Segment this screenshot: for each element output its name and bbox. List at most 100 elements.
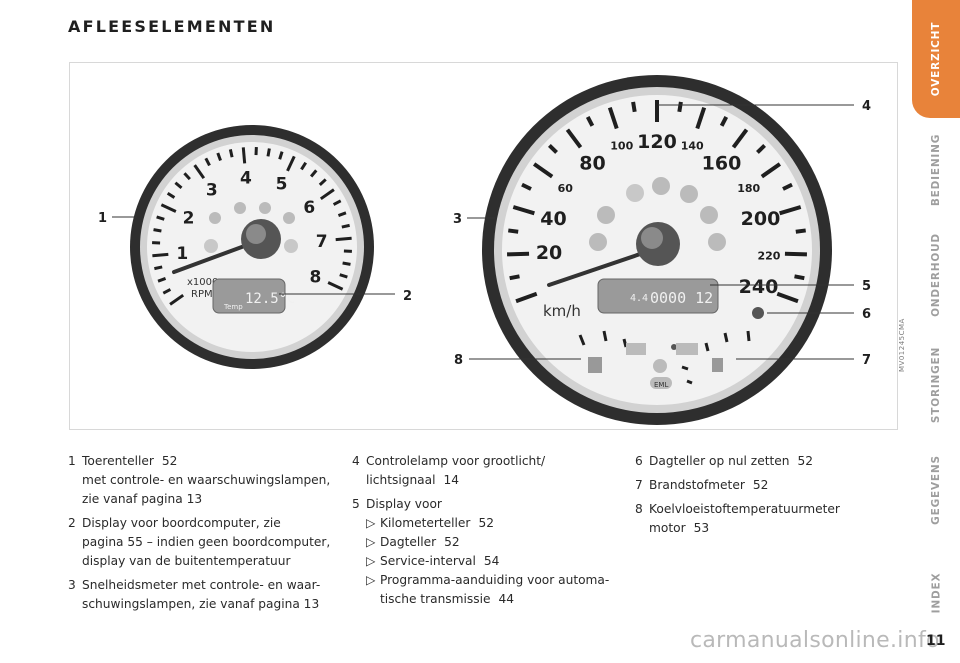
arrow-icon: ▷	[366, 516, 376, 530]
callout-5: 5	[862, 279, 871, 294]
tach-tick	[339, 273, 348, 279]
tach-tick	[154, 265, 163, 271]
tach-tick	[174, 181, 183, 190]
tach-tick	[204, 157, 211, 167]
gauge-tick	[723, 332, 729, 343]
tab-storingen[interactable]: STORINGEN	[930, 346, 942, 424]
speed-tick	[509, 274, 520, 281]
tach-numeral: 1	[176, 244, 188, 264]
tach-tick	[327, 281, 344, 291]
tach-numeral: 8	[310, 268, 322, 288]
speed-tick	[521, 182, 532, 191]
tach-tick	[318, 178, 327, 186]
tach-lamp	[204, 239, 218, 253]
speed-numeral: 100	[610, 140, 633, 153]
speed-tick	[631, 101, 637, 113]
trip-reset-button[interactable]	[752, 307, 764, 319]
speed-numeral: 140	[681, 140, 704, 153]
speed-numeral: 40	[540, 208, 566, 230]
tach-tick	[309, 169, 318, 178]
speed-numeral: 80	[579, 152, 605, 174]
speed-tick	[776, 291, 799, 304]
engine-icon	[653, 359, 667, 373]
fuel-pump-icon	[712, 358, 723, 372]
gauge-tick	[704, 342, 710, 352]
speed-tick	[695, 106, 707, 130]
tach-tick	[162, 288, 172, 295]
arrow-icon: ▷	[366, 573, 376, 587]
speed-tick	[512, 205, 535, 216]
tach-numeral: 3	[206, 181, 218, 201]
tach-tick	[278, 151, 284, 160]
tach-numeral: 5	[276, 175, 288, 195]
speed-numeral: 120	[637, 131, 677, 153]
speed-tick	[782, 182, 793, 191]
tach-tick	[160, 203, 177, 213]
page-number: 11	[926, 633, 946, 649]
speed-tick	[585, 116, 595, 127]
tach-numeral: 2	[183, 208, 195, 228]
speed-tick	[508, 228, 519, 234]
speed-numeral: 180	[737, 182, 760, 195]
callout-7: 7	[862, 353, 871, 368]
speed-tick	[795, 228, 806, 234]
tach-tick	[157, 277, 167, 283]
tach-tick	[300, 161, 307, 171]
arrow-icon: ▷	[366, 554, 376, 568]
speed-tick	[779, 205, 802, 216]
tab-onderhoud[interactable]: ONDERHOUD	[930, 233, 942, 317]
tach-tick	[183, 172, 191, 181]
list-item: 2 Display voor boordcomputer, zie pagina…	[68, 516, 331, 568]
gauge-tick	[602, 330, 608, 342]
tach-tick	[153, 228, 162, 233]
tach-numeral: 7	[316, 232, 328, 252]
odometer-display	[597, 278, 719, 314]
page-title: AFLEESELEMENTEN	[68, 17, 276, 36]
speed-needle	[547, 247, 657, 287]
speed-tick	[760, 162, 782, 179]
callout-4: 4	[862, 99, 871, 114]
speed-tick	[784, 251, 807, 257]
warning-lamp	[283, 212, 295, 224]
section-sidebar: OVERZICHT BEDIENING ONDERHOUD STORINGEN …	[912, 0, 960, 663]
eml-icon	[650, 377, 672, 389]
speed-tick	[515, 291, 538, 304]
gauge-tick	[746, 330, 751, 342]
tach-tick	[241, 147, 247, 164]
tach-numeral: 4	[240, 168, 252, 188]
speed-tick	[607, 106, 619, 130]
tach-tick	[216, 152, 222, 162]
speed-tick	[507, 251, 530, 257]
rpm-unit: x1000	[187, 277, 218, 288]
gauge-tick	[681, 365, 689, 371]
tab-gegevens[interactable]: GEGEVENS	[930, 455, 943, 525]
callout-8: 8	[454, 353, 463, 368]
tab-overzicht[interactable]: OVERZICHT	[912, 0, 960, 118]
arrow-icon: ▷	[366, 535, 376, 549]
warning-lamp	[209, 212, 221, 224]
tach-tick	[337, 211, 347, 217]
speed-numeral: 240	[739, 276, 779, 298]
svg-text:4.4: 4.4	[630, 293, 648, 304]
gauge-tick	[686, 379, 693, 385]
tach-numeral: 6	[303, 198, 315, 218]
tach-tick	[166, 192, 176, 199]
list-item: 4 Controlelamp voor grootlicht/ lichtsig…	[352, 454, 546, 487]
tab-bediening[interactable]: BEDIENING	[930, 133, 942, 207]
tach-tick	[152, 252, 169, 258]
tab-index[interactable]: INDEX	[930, 572, 942, 613]
tach-tick	[228, 149, 234, 158]
speed-numeral: 160	[702, 152, 742, 174]
figure-code: MV01245CMA	[898, 318, 906, 372]
svg-text:EML: EML	[654, 381, 668, 389]
callout-1: 1	[98, 211, 107, 226]
speed-tick	[719, 116, 729, 127]
description-column-2: 4 Controlelamp voor grootlicht/ lichtsig…	[352, 452, 620, 614]
